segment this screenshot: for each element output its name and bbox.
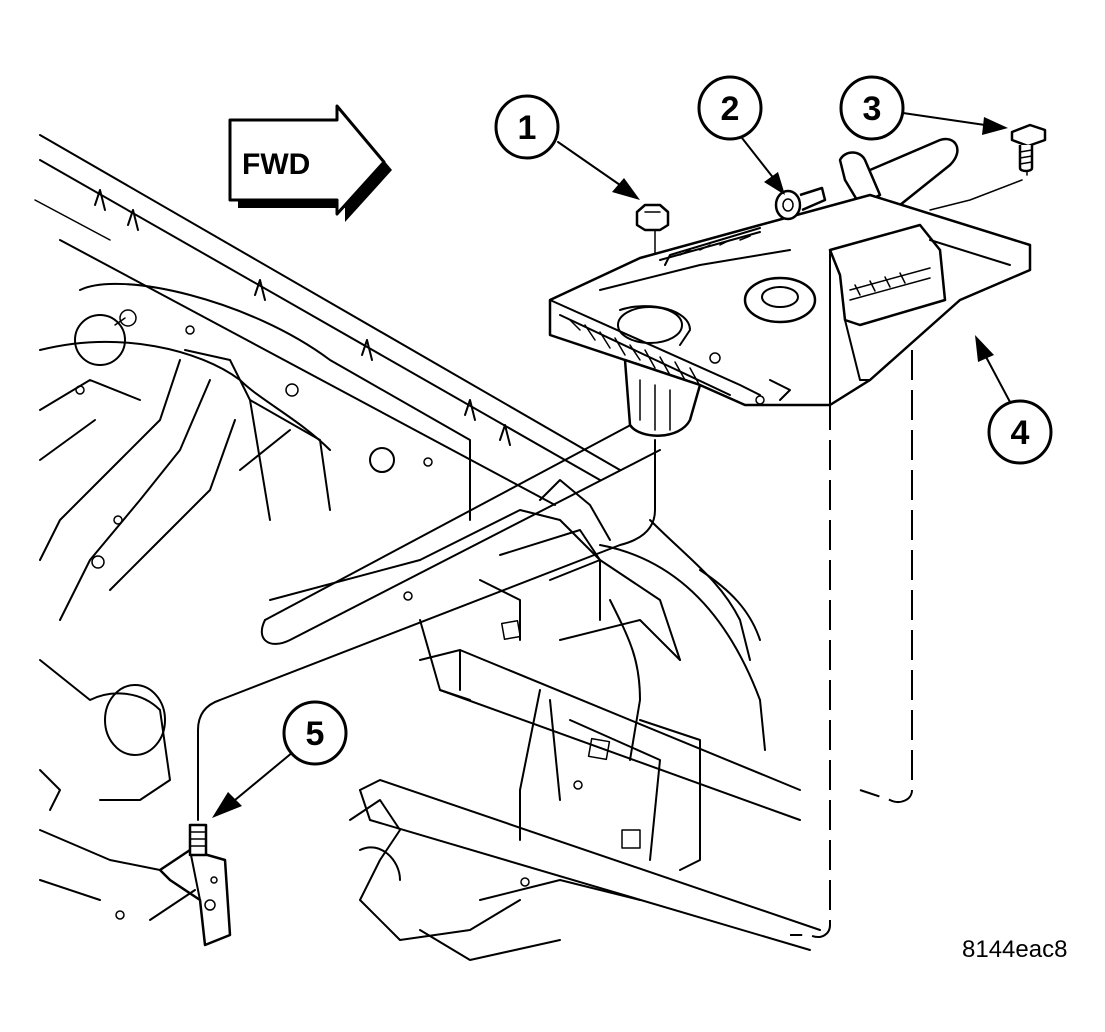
callout-number-2: 2 — [721, 90, 740, 128]
callout-5: 5 — [212, 700, 348, 818]
callout-number-4: 4 — [1011, 414, 1030, 452]
nut-1 — [635, 203, 670, 232]
fwd-label: FWD — [242, 148, 310, 181]
figure-code: 8144eac8 — [962, 936, 1067, 963]
bolt-3 — [1010, 123, 1047, 173]
callout-4: 4 — [975, 335, 1053, 465]
stud-5 — [188, 823, 208, 857]
callout-2: 2 — [697, 75, 785, 195]
vehicle-body-structure — [34, 134, 821, 961]
battery-tray — [548, 137, 1032, 437]
callout-1: 1 — [494, 94, 640, 200]
forward-direction-arrow: FWD — [228, 104, 392, 222]
callout-number-5: 5 — [306, 715, 325, 753]
nut-2 — [774, 186, 827, 221]
callout-3: 3 — [839, 75, 1008, 141]
alignment-guide-lines — [197, 169, 1028, 938]
callout-number-1: 1 — [518, 109, 537, 147]
callout-number-3: 3 — [863, 90, 882, 128]
